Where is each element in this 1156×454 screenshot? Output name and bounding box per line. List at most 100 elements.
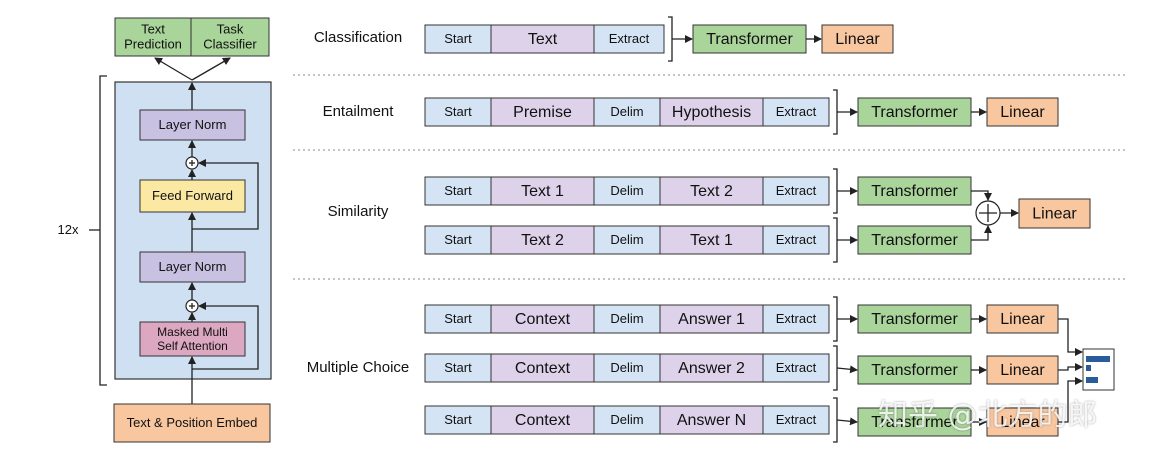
input-bracket [833, 397, 838, 443]
transformer-box-3-1-label: Transformer [871, 362, 958, 379]
token-box-1-0-3-label: Hypothesis [672, 104, 751, 121]
softmax-box [1082, 348, 1115, 391]
token-box-3-1-4-label: Extract [776, 360, 817, 375]
head-arrow-left [154, 57, 193, 81]
transformer-box-0-0 [692, 24, 807, 54]
token-box-3-1-2-label: Delim [610, 360, 643, 375]
token-box-1-0-1-label: Premise [513, 104, 572, 121]
token-box-1-0-4-label: Extract [776, 104, 817, 119]
token-box-2-1-0 [424, 225, 492, 255]
token-box-3-2-4-label: Extract [776, 412, 817, 427]
residual-loop-bottom [192, 302, 259, 370]
transformer-box-2-0 [857, 176, 972, 206]
head-arrow-right [191, 57, 231, 81]
input-bracket [833, 89, 838, 135]
token-box-3-1-3-label: Answer 2 [678, 360, 745, 377]
token-box-2-0-4-label: Extract [776, 183, 817, 198]
token-box-2-1-0-label: Start [444, 232, 472, 247]
text-prediction-box [114, 17, 192, 57]
token-box-0-0-2 [593, 24, 665, 54]
feed-forward-box [139, 179, 246, 213]
token-box-3-0-0 [424, 304, 492, 334]
transformer-box-1-0 [857, 97, 972, 127]
input-bracket [833, 217, 838, 263]
input-bracket [833, 345, 838, 391]
linear-box-1-0-label: Linear [1000, 104, 1045, 121]
token-box-2-1-2 [593, 225, 661, 255]
token-box-3-2-3 [659, 405, 764, 435]
transformer-box-2-1-label: Transformer [871, 232, 958, 249]
task-label-3: Multiple Choice [307, 359, 410, 376]
token-box-3-2-0-label: Start [444, 412, 472, 427]
token-box-0-0-0 [424, 24, 492, 54]
token-box-2-1-4-label: Extract [776, 232, 817, 247]
softmax-bar [1086, 365, 1091, 371]
token-box-1-0-4 [762, 97, 830, 127]
linear-box-3-1-label: Linear [1000, 362, 1045, 379]
token-box-3-0-2 [593, 304, 661, 334]
token-box-3-2-1-label: Context [515, 412, 571, 429]
token-box-2-0-1-label: Text 1 [521, 183, 564, 200]
token-box-2-0-1 [490, 176, 595, 206]
linear-box-3-0-label: Linear [1000, 311, 1045, 328]
token-box-3-1-1 [490, 353, 595, 383]
linear-box-similarity-label: Linear [1032, 206, 1077, 223]
token-box-1-0-0 [424, 97, 492, 127]
token-box-3-0-1-label: Context [515, 311, 571, 328]
masked-attention-box [139, 321, 246, 357]
token-box-3-2-2 [593, 405, 661, 435]
token-box-2-0-3-label: Text 2 [690, 183, 733, 200]
token-box-3-0-1 [490, 304, 595, 334]
input-bracket [833, 168, 838, 214]
token-box-2-0-4 [762, 176, 830, 206]
transformer-box-2-1 [857, 225, 972, 255]
token-box-3-2-2-label: Delim [610, 412, 643, 427]
layer-norm-bottom-label: Layer Norm [159, 259, 227, 274]
token-box-3-1-3 [659, 353, 764, 383]
token-box-2-0-2-label: Delim [610, 183, 643, 198]
token-box-1-0-0-label: Start [444, 104, 472, 119]
token-box-2-1-2-label: Delim [610, 232, 643, 247]
token-box-3-0-3-label: Answer 1 [678, 311, 745, 328]
to-transformer-arrow [836, 417, 858, 426]
token-box-3-2-1 [490, 405, 595, 435]
task-label-2: Similarity [328, 203, 389, 220]
token-box-3-2-3-label: Answer N [677, 412, 746, 429]
token-box-3-2-4 [762, 405, 830, 435]
token-box-0-0-2-label: Extract [609, 31, 650, 46]
token-box-3-0-0-label: Start [444, 311, 472, 326]
transformer-box-0-0-label: Transformer [706, 31, 793, 48]
to-softmax-arrow [1058, 377, 1083, 423]
sim-arrow-bottom [971, 225, 992, 241]
residual-loop-top [192, 159, 259, 230]
linear-box-0-0-label: Linear [835, 31, 880, 48]
repeat-label: 12x [58, 222, 79, 237]
token-box-2-1-1 [490, 225, 595, 255]
token-box-2-0-0-label: Start [444, 183, 472, 198]
linear-box-3-2-label: Linear [1000, 414, 1045, 431]
linear-box-0-0 [821, 24, 894, 54]
token-box-2-0-2 [593, 176, 661, 206]
linear-box-3-1 [986, 355, 1059, 385]
input-bracket [833, 296, 838, 342]
token-box-2-1-3 [659, 225, 764, 255]
task-classifier-box [190, 17, 270, 57]
token-box-2-0-3 [659, 176, 764, 206]
token-box-2-1-1-label: Text 2 [521, 232, 564, 249]
task-label-1: Entailment [323, 103, 395, 120]
transformer-box-3-1 [857, 355, 972, 385]
token-box-3-1-0 [424, 353, 492, 383]
token-box-2-1-4 [762, 225, 830, 255]
token-box-3-0-4-label: Extract [776, 311, 817, 326]
layer-norm-top-label: Layer Norm [159, 117, 227, 132]
linear-box-1-0 [986, 97, 1059, 127]
layer-norm-bottom [139, 251, 246, 283]
token-box-1-0-3 [659, 97, 764, 127]
text-position-embed-box [113, 403, 271, 443]
feed-forward-box-label: Feed Forward [152, 188, 233, 203]
token-box-3-0-3 [659, 304, 764, 334]
token-box-3-1-0-label: Start [444, 360, 472, 375]
